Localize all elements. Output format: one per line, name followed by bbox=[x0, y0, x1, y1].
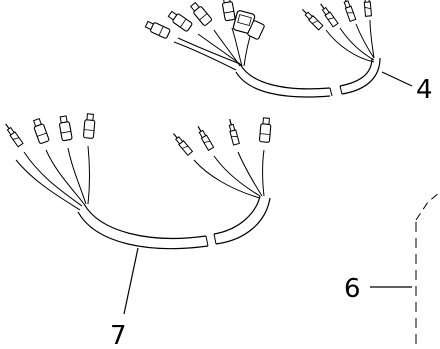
callout-number-7: 7 bbox=[110, 321, 127, 349]
bracket-dashed-outline bbox=[415, 191, 440, 349]
callout-number-6: 6 bbox=[344, 274, 361, 304]
callout-number-4: 4 bbox=[416, 75, 433, 105]
leader-line-4 bbox=[381, 71, 413, 87]
wire-harness-lower bbox=[2, 113, 272, 250]
leader-line-7 bbox=[123, 247, 139, 315]
wire-harness-upper bbox=[143, 0, 381, 98]
